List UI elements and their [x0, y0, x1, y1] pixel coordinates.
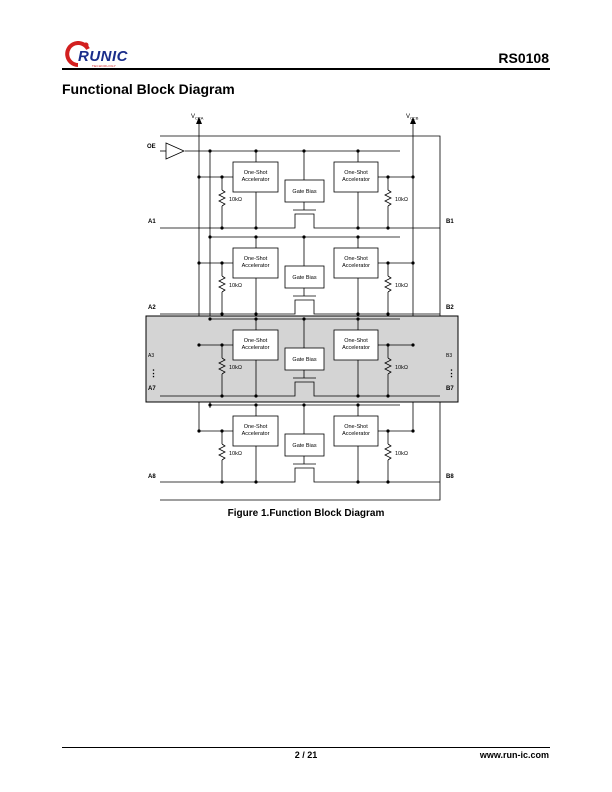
one-shot-accelerator-a — [232, 161, 279, 193]
gate-bias-box — [284, 433, 325, 457]
logo-text: RUNIC — [78, 48, 128, 65]
one-shot-label-a: One-Shot — [244, 424, 268, 430]
gate-bias-label: Gate Bias — [292, 357, 316, 363]
resistor-label-b: 10kΩ — [395, 365, 408, 371]
junction-dot — [197, 343, 201, 347]
logo-subtext: TECHNOLOGY — [92, 64, 117, 68]
one-shot-label-a: One-Shot — [244, 170, 268, 176]
gate-bias-label: Gate Bias — [292, 443, 316, 449]
a3-label: A3 — [148, 353, 154, 359]
gate-bias-label: Gate Bias — [292, 275, 316, 281]
resistor-label-b: 10kΩ — [395, 197, 408, 203]
junction-dot — [411, 343, 415, 347]
accelerator-label-b: Accelerator — [342, 177, 370, 183]
b3-label: B3 — [446, 353, 452, 359]
one-shot-accelerator-b — [333, 415, 379, 447]
page-number: 2 / 21 — [294, 750, 318, 760]
one-shot-label-b: One-Shot — [344, 170, 368, 176]
resistor-label-b: 10kΩ — [395, 451, 408, 457]
a1-label: A1 — [148, 219, 156, 225]
one-shot-label-a: One-Shot — [244, 256, 268, 262]
resistor-a — [218, 357, 226, 375]
one-shot-accelerator-b — [333, 161, 379, 193]
section-title: Functional Block Diagram — [62, 81, 235, 97]
gate-bias-label: Gate Bias — [292, 189, 316, 195]
b-dots: ⋮ — [447, 368, 456, 378]
accelerator-label-a: Accelerator — [242, 431, 270, 437]
b1-label: B1 — [446, 219, 454, 225]
one-shot-accelerator-b — [333, 329, 379, 361]
accelerator-label-b: Accelerator — [342, 431, 370, 437]
resistor-b — [384, 189, 392, 207]
junction-dot — [197, 175, 201, 179]
oe-label: OE — [147, 144, 156, 150]
a2-label: A2 — [148, 305, 156, 311]
gate-bias-box — [284, 179, 325, 203]
one-shot-accelerator-a — [232, 247, 279, 279]
gate-bias-box — [284, 265, 325, 289]
resistor-label-a: 10kΩ — [229, 197, 242, 203]
signal-line — [160, 213, 440, 229]
b8-label: B8 — [446, 474, 454, 480]
accelerator-label-b: Accelerator — [342, 263, 370, 269]
website-url: www.run-ic.com — [479, 750, 549, 760]
one-shot-label-b: One-Shot — [344, 338, 368, 344]
resistor-a — [218, 443, 226, 461]
one-shot-accelerator-a — [232, 329, 279, 361]
resistor-b — [384, 357, 392, 375]
figure-caption: Figure 1.Function Block Diagram — [227, 508, 385, 519]
resistor-label-b: 10kΩ — [395, 283, 408, 289]
vcca-arrow — [196, 117, 202, 124]
one-shot-accelerator-a — [232, 415, 279, 447]
accelerator-label-a: Accelerator — [242, 345, 270, 351]
junction-dot — [208, 235, 212, 239]
one-shot-label-a: One-Shot — [244, 338, 268, 344]
one-shot-label-b: One-Shot — [344, 424, 368, 430]
junction-dot — [208, 403, 212, 407]
junction-dot — [411, 429, 415, 433]
junction-dot — [208, 317, 212, 321]
junction-dot — [208, 149, 212, 153]
junction-dot — [411, 175, 415, 179]
junction-dot — [197, 261, 201, 265]
footer-rule — [62, 747, 550, 748]
oe-buffer — [165, 142, 185, 160]
resistor-label-a: 10kΩ — [229, 451, 242, 457]
vccb-label: VCCB — [406, 114, 419, 121]
junction-dot — [197, 429, 201, 433]
b2-label: B2 — [446, 305, 454, 311]
resistor-b — [384, 275, 392, 293]
vcca-label: VCCA — [191, 114, 204, 121]
resistor-label-a: 10kΩ — [229, 283, 242, 289]
header-rule — [62, 68, 550, 70]
signal-line — [160, 381, 440, 397]
logo-dot — [83, 42, 89, 48]
gate-bias-box — [284, 347, 325, 371]
resistor-b — [384, 443, 392, 461]
a-dots: ⋮ — [149, 368, 158, 378]
signal-line — [160, 299, 440, 315]
junction-dot — [411, 261, 415, 265]
a8-label: A8 — [148, 474, 156, 480]
accelerator-label-a: Accelerator — [242, 263, 270, 269]
resistor-a — [218, 275, 226, 293]
accelerator-label-b: Accelerator — [342, 345, 370, 351]
b7-label: B7 — [446, 386, 454, 392]
accelerator-label-a: Accelerator — [242, 177, 270, 183]
one-shot-accelerator-b — [333, 247, 379, 279]
signal-line — [160, 467, 440, 483]
one-shot-label-b: One-Shot — [344, 256, 368, 262]
vccb-arrow — [410, 117, 416, 124]
document-id: RS0108 — [498, 50, 549, 66]
a7-label: A7 — [148, 386, 156, 392]
runic-logo — [65, 41, 90, 67]
resistor-a — [218, 189, 226, 207]
resistor-label-a: 10kΩ — [229, 365, 242, 371]
